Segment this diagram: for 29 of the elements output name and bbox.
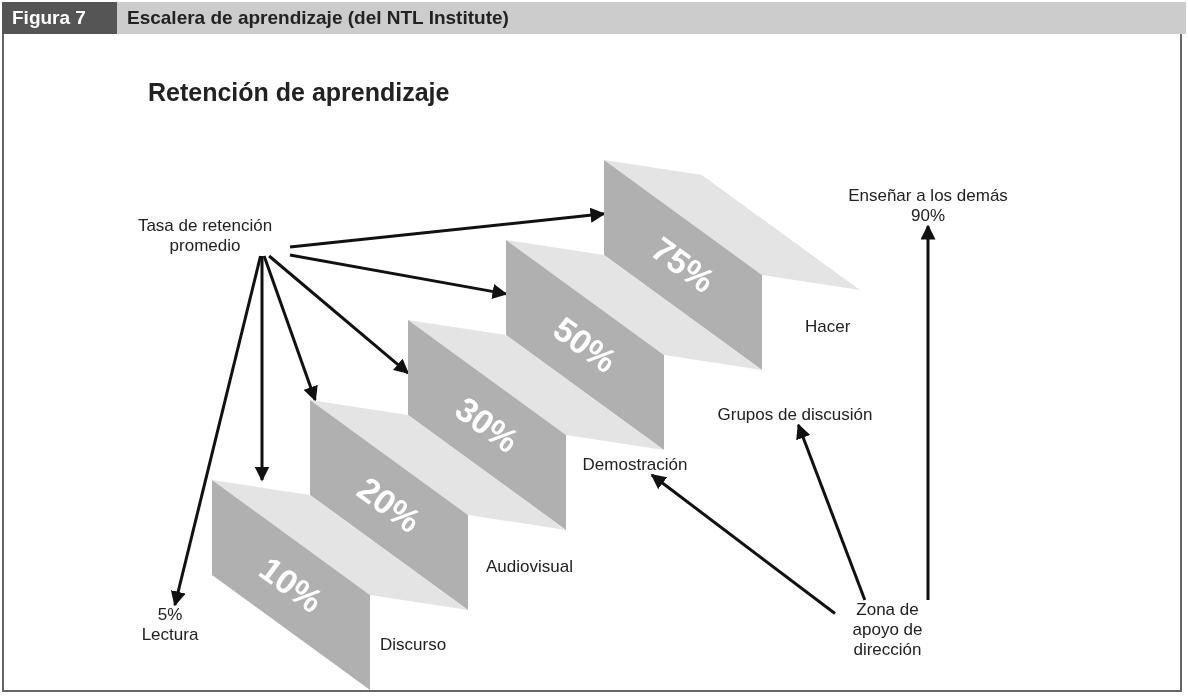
arrow — [796, 423, 867, 601]
percent-text: 10% — [252, 549, 330, 621]
callout-text: Tasa de retención promedio — [120, 216, 290, 256]
arrow — [289, 253, 508, 299]
percent-label: Enseñar a los demás — [847, 186, 1009, 206]
percent-text: 50% — [546, 309, 624, 381]
percent-label: Lectura — [140, 625, 200, 645]
step-label: Demostración — [560, 455, 710, 475]
step-label: Grupos de discusión — [700, 405, 890, 425]
stair-step — [212, 480, 468, 690]
percent-label: 5% — [156, 605, 184, 625]
arrow — [254, 256, 270, 482]
arrow — [268, 254, 410, 375]
arrow — [170, 255, 262, 607]
arrow — [262, 255, 318, 402]
subtitle: Retención de aprendizaje — [148, 78, 450, 107]
step-label: Audiovisual — [486, 557, 573, 577]
step-label: Discurso — [380, 635, 447, 655]
arrow — [289, 207, 606, 249]
percent-label: 90% — [910, 206, 946, 226]
figure-number: Figura 7 — [2, 2, 117, 34]
figure-title: Escalera de aprendizaje (del NTL Institute) — [117, 2, 1186, 34]
step-label: Hacer — [805, 317, 851, 337]
arrow — [650, 473, 836, 615]
percent-text: 75% — [644, 229, 722, 301]
percent-text: 30% — [448, 389, 526, 461]
arrow — [920, 224, 936, 600]
percent-text: 20% — [350, 469, 428, 541]
callout-text: Zona de apoyo de dirección — [835, 600, 940, 660]
